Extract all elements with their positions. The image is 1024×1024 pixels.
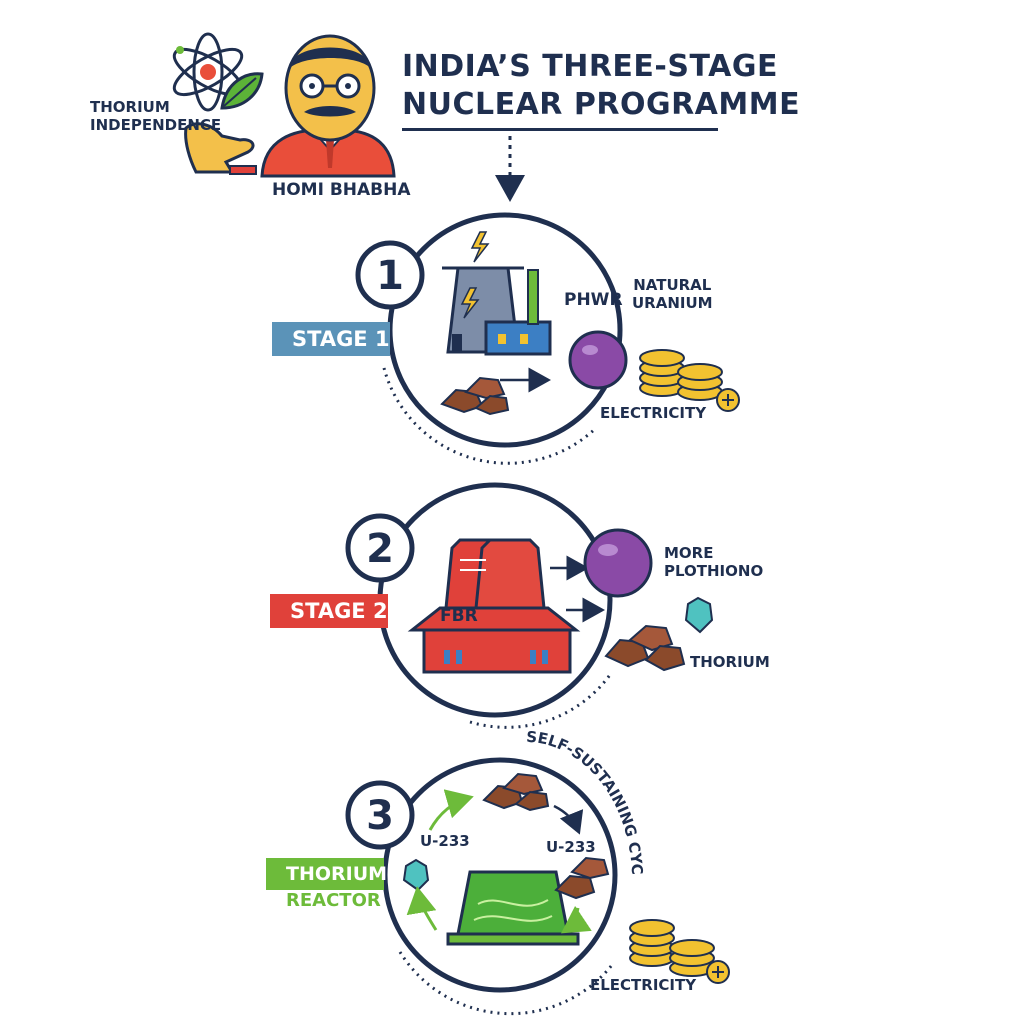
stage3-tag: THORIUM REACTOR — [266, 858, 387, 912]
phwr-plant-icon — [442, 266, 552, 356]
thorium-label: THORIUM — [690, 653, 770, 671]
more-plutonium-label: MORE PLOTHIONO — [664, 544, 763, 580]
motto-text: THORIUM INDEPENDENCE — [90, 98, 221, 134]
stage3-circle — [382, 757, 618, 993]
fbr-plant-icon — [407, 538, 581, 674]
fbr-label: FBR — [440, 606, 478, 626]
motto-line-2: INDEPENDENCE — [90, 116, 222, 134]
person-label: HOMI BHABHA — [272, 180, 411, 200]
stage1-number-badge — [355, 240, 425, 310]
motto-line-1: THORIUM — [90, 98, 170, 116]
thorium-reactor-icon — [446, 870, 580, 946]
coin-stack-icon — [629, 919, 730, 984]
title-line-2: NUCLEAR PROGRAMME — [402, 87, 801, 122]
stage3-number: 3 — [366, 793, 394, 839]
output-line-1: MORE — [664, 544, 714, 562]
ore-icon — [482, 772, 550, 812]
hand-icon — [184, 122, 257, 175]
plutonium-sphere-icon — [568, 330, 628, 390]
stage1-tag: STAGE 1 — [272, 322, 390, 356]
natural-uranium-label: NATURAL URANIUM — [632, 276, 713, 312]
cycle-arrow — [406, 886, 438, 931]
page-title: INDIA’S THREE-STAGE NUCLEAR PROGRAMME — [402, 48, 800, 124]
crystal-icon — [402, 858, 430, 892]
title-line-1: INDIA’S THREE-STAGE — [402, 49, 778, 84]
cycle-arrow — [561, 905, 592, 934]
stage3-tag-line-2: REACTOR — [286, 890, 381, 911]
phwr-label: PHWR — [564, 290, 623, 310]
stage3-number-badge — [345, 780, 415, 850]
output-line-2: PLOTHIONO — [664, 562, 764, 580]
crystal-icon — [684, 596, 714, 634]
stage1-number: 1 — [376, 253, 404, 299]
stage1-electricity-label: ELECTRICITY — [600, 404, 707, 422]
sphere-highlight — [582, 345, 598, 355]
cycle-arrow — [553, 804, 584, 835]
atom-icon — [172, 32, 244, 112]
stage2-number: 2 — [366, 526, 394, 572]
homi-bhabha-portrait — [260, 34, 396, 178]
thorium-ore-icon — [604, 624, 686, 672]
coin-stack-icon — [639, 349, 740, 412]
u233-left-label: U-233 — [420, 832, 470, 850]
lightning-icon — [470, 231, 490, 263]
cycle-arrow — [428, 789, 474, 831]
stage2-number-badge — [345, 513, 415, 583]
fuel-line-1: NATURAL — [633, 276, 712, 294]
ore-icon — [554, 856, 610, 900]
stage1-circle — [387, 212, 623, 448]
u233-right-label: U-233 — [546, 838, 596, 856]
stage2-tag: STAGE 2 — [270, 594, 388, 628]
plutonium-sphere-icon — [583, 528, 653, 598]
lightning-icon — [460, 287, 480, 319]
stage2-dashed-arc — [469, 671, 614, 729]
leaf-icon — [220, 72, 264, 110]
stage3-electricity-label: ELECTRICITY — [590, 976, 697, 994]
stage3-tag-line-1: THORIUM — [266, 858, 387, 890]
stage3-dashed-arc — [398, 951, 614, 1016]
title-underline — [402, 128, 718, 131]
fuel-line-2: URANIUM — [632, 294, 713, 312]
sphere-highlight — [598, 544, 618, 556]
ore-icon — [440, 376, 510, 416]
